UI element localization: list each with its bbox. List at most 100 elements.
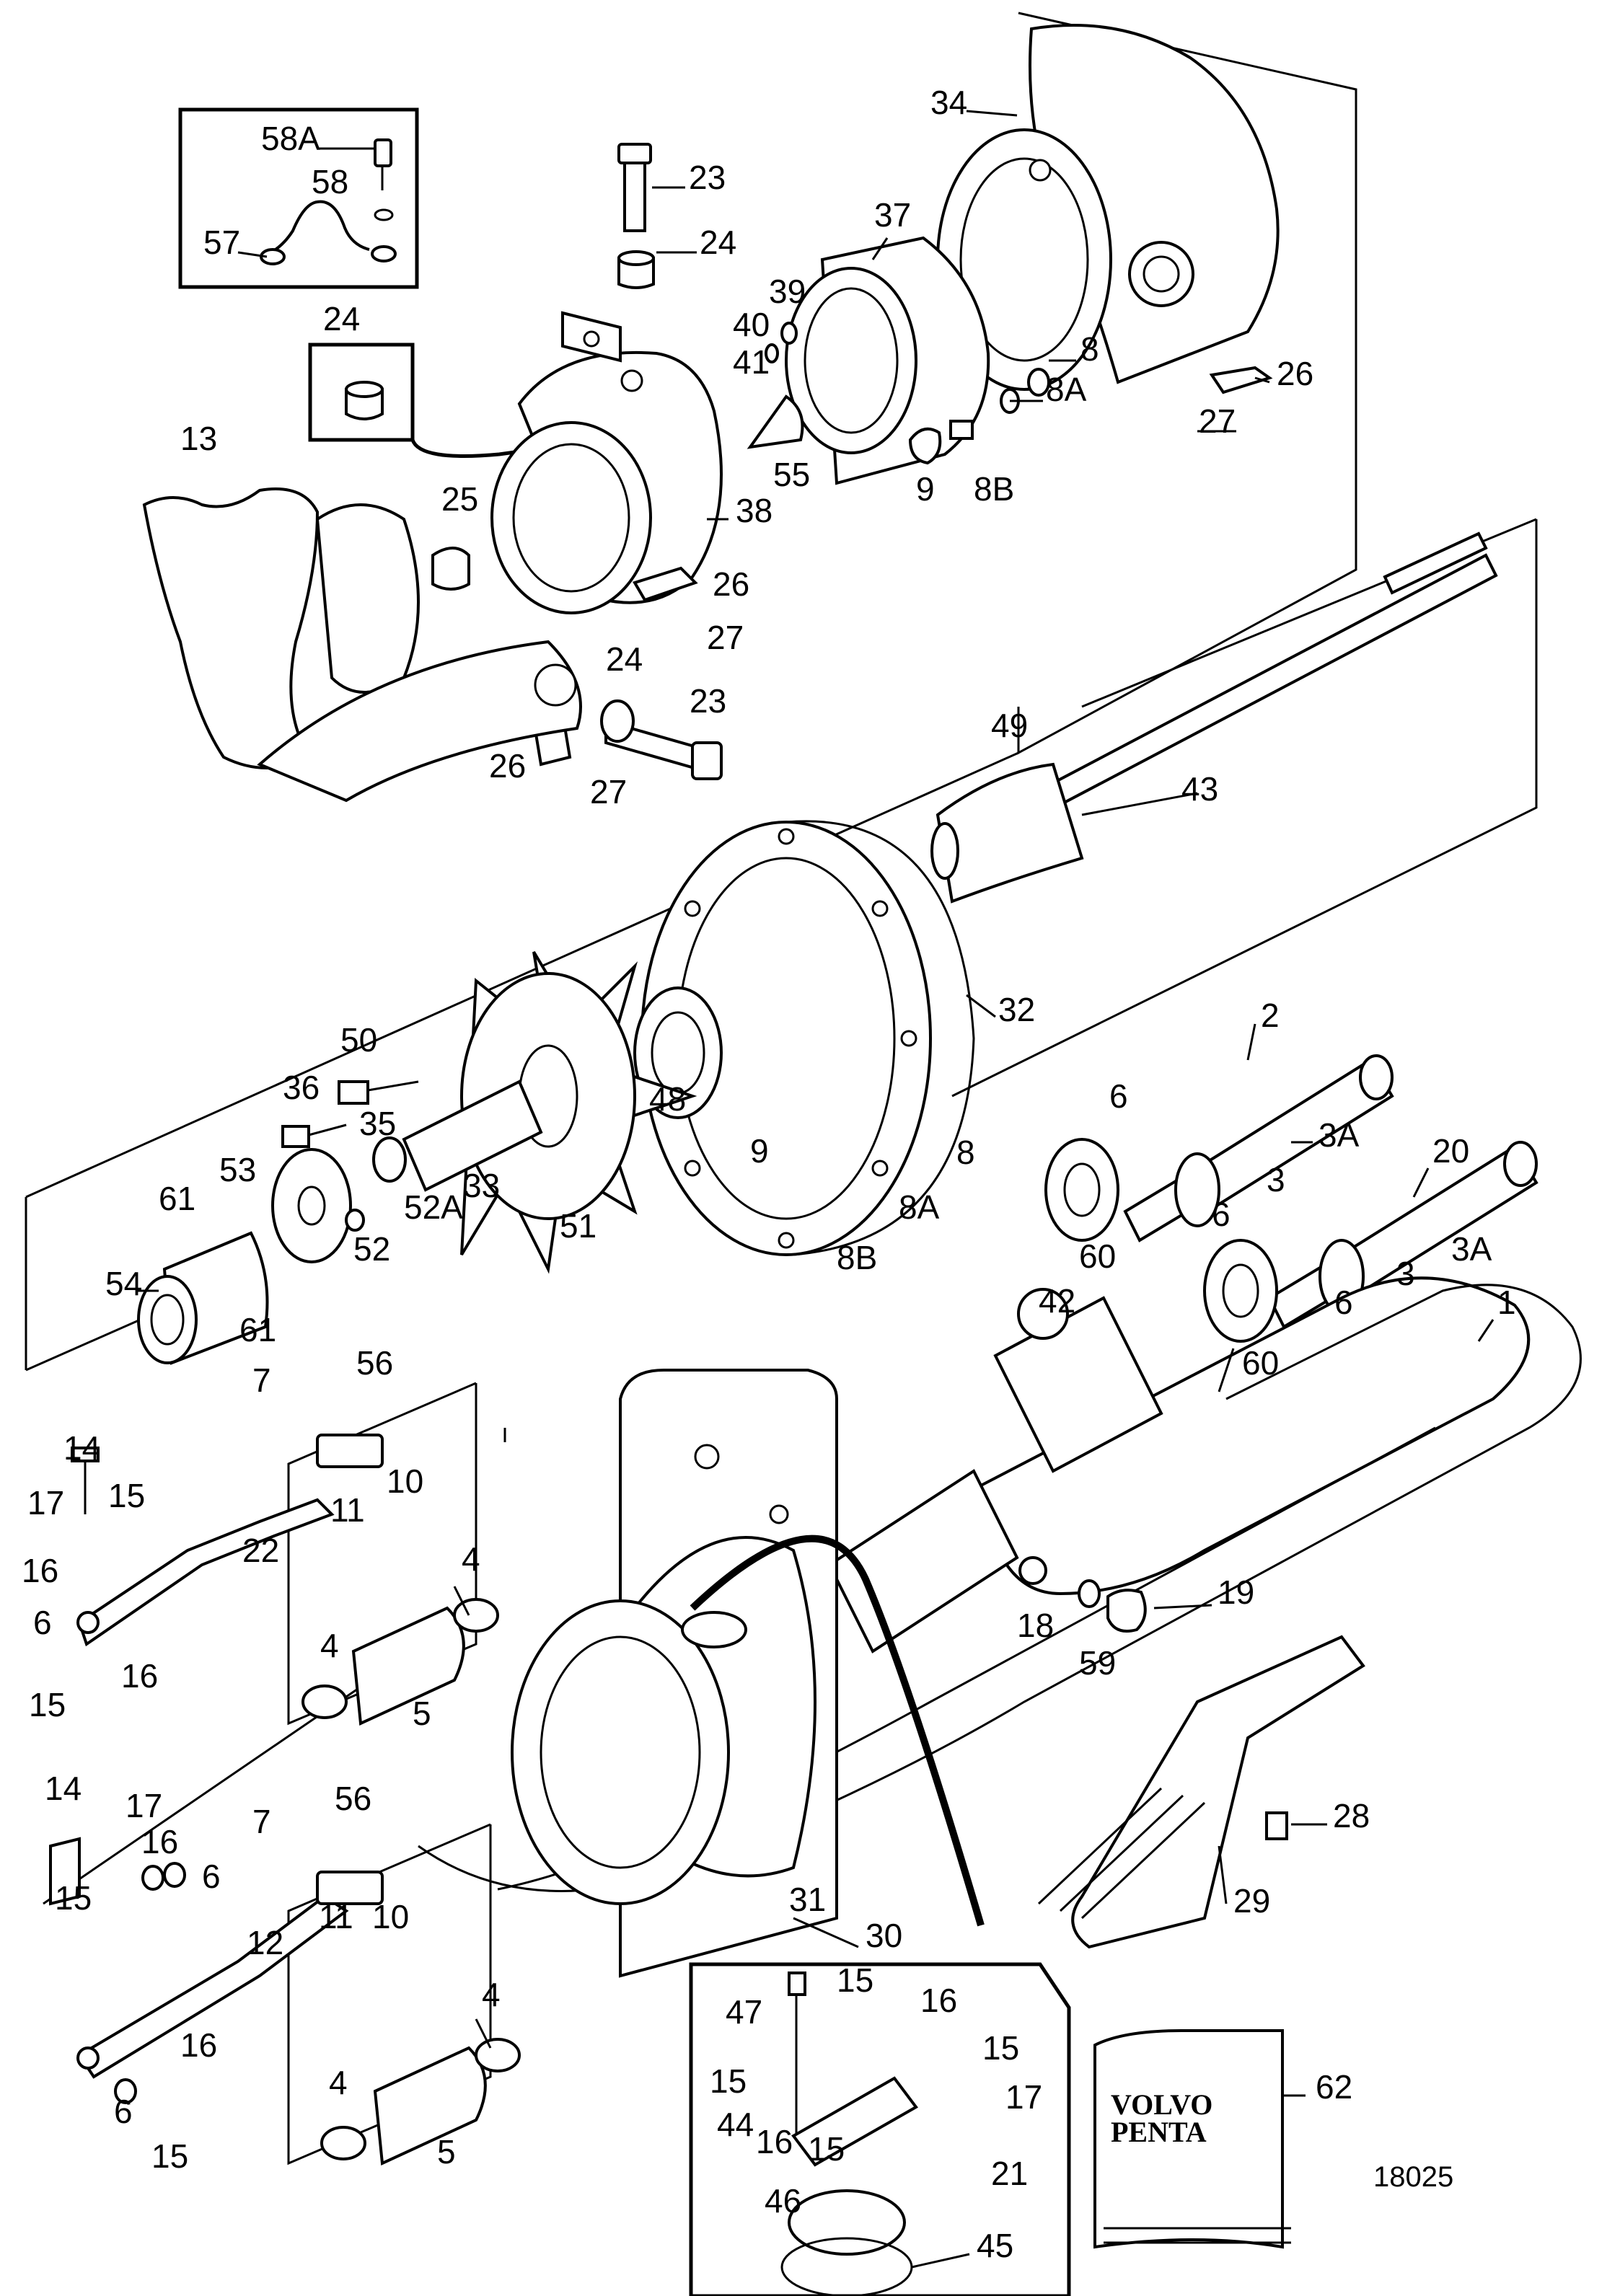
inset-bracket-box bbox=[178, 107, 419, 289]
callout-c58: 58 bbox=[312, 163, 348, 200]
callout-c48: 48 bbox=[649, 1080, 686, 1118]
callout-c56b: 56 bbox=[335, 1780, 371, 1817]
callout-c3b: 3 bbox=[1396, 1255, 1415, 1292]
callout-c15g: 15 bbox=[808, 2130, 845, 2168]
callout-c10b: 10 bbox=[372, 1898, 409, 1935]
callout-c16e: 16 bbox=[180, 2026, 217, 2064]
cone-55-and-small-parts bbox=[747, 322, 1050, 465]
callout-c7a: 7 bbox=[252, 1361, 271, 1399]
brand-line1: VOLVO bbox=[1111, 2088, 1212, 2121]
callout-c20: 20 bbox=[1432, 1132, 1469, 1170]
callout-c18: 18 bbox=[1017, 1607, 1054, 1644]
callout-c52A: 52A bbox=[404, 1188, 463, 1226]
callout-c4d: 4 bbox=[329, 2064, 348, 2101]
callout-c4b: 4 bbox=[320, 1627, 339, 1664]
callout-c1: 1 bbox=[1497, 1284, 1516, 1321]
callout-c54: 54 bbox=[105, 1265, 142, 1302]
flange-32 bbox=[640, 820, 975, 1256]
callout-c46: 46 bbox=[765, 2182, 801, 2220]
callout-c61b: 61 bbox=[239, 1311, 276, 1348]
callout-c6d: 6 bbox=[33, 1604, 52, 1641]
callout-c43: 43 bbox=[1181, 770, 1218, 808]
callout-c6f: 6 bbox=[114, 2093, 133, 2130]
callout-c15c: 15 bbox=[55, 1879, 92, 1917]
callout-c30: 30 bbox=[866, 1917, 902, 1954]
callout-c47: 47 bbox=[726, 1993, 762, 2031]
inset-bushing-box bbox=[308, 343, 649, 458]
callout-c21: 21 bbox=[991, 2155, 1028, 2192]
callout-c14a: 14 bbox=[63, 1429, 100, 1467]
callout-c38: 38 bbox=[736, 492, 772, 529]
callout-c49: 49 bbox=[991, 707, 1028, 744]
leader-lines bbox=[137, 110, 1494, 2269]
callout-c22: 22 bbox=[242, 1532, 279, 1569]
callout-c56a: 56 bbox=[356, 1344, 393, 1382]
callout-c31: 31 bbox=[789, 1881, 826, 1918]
callout-c15f: 15 bbox=[710, 2062, 747, 2100]
callout-c4c: 4 bbox=[482, 1976, 501, 2013]
callout-c13: 13 bbox=[180, 420, 217, 457]
callout-c15h: 15 bbox=[151, 2137, 188, 2175]
callout-c16d: 16 bbox=[920, 1982, 957, 2019]
callout-c24a: 24 bbox=[700, 224, 736, 261]
cylinder-2 bbox=[1123, 1054, 1394, 1242]
callout-c8Ba: 8B bbox=[974, 470, 1014, 508]
callout-c14b: 14 bbox=[45, 1770, 82, 1807]
callout-c52: 52 bbox=[353, 1230, 390, 1268]
callout-c35: 35 bbox=[359, 1105, 396, 1142]
callout-c17a: 17 bbox=[27, 1484, 64, 1522]
callout-c28: 28 bbox=[1333, 1797, 1370, 1834]
bearing-housing-37 bbox=[785, 236, 990, 485]
callout-c33: 33 bbox=[463, 1167, 500, 1204]
callout-c55: 55 bbox=[773, 456, 810, 493]
callout-c42: 42 bbox=[1039, 1282, 1075, 1320]
callout-c12: 12 bbox=[247, 1924, 283, 1961]
callout-c23a: 23 bbox=[689, 159, 726, 196]
tie-rod-12 bbox=[76, 1871, 384, 2079]
small-fasteners bbox=[49, 1447, 186, 2104]
callout-c19: 19 bbox=[1218, 1573, 1254, 1611]
callout-c50: 50 bbox=[340, 1021, 377, 1059]
callout-c59: 59 bbox=[1079, 1644, 1116, 1682]
bell-housing-38 bbox=[490, 311, 723, 614]
callout-c2: 2 bbox=[1261, 997, 1280, 1034]
callout-c9b: 9 bbox=[750, 1132, 769, 1170]
callout-c6c: 6 bbox=[1334, 1284, 1353, 1321]
callout-c60a: 60 bbox=[1079, 1237, 1116, 1275]
callout-c53: 53 bbox=[219, 1151, 256, 1188]
callout-c41: 41 bbox=[733, 343, 770, 381]
bellows-5 bbox=[301, 1598, 521, 2165]
callout-c8Aa: 8A bbox=[1046, 371, 1087, 408]
callout-c16a: 16 bbox=[22, 1552, 58, 1589]
drive-shaft-43 bbox=[930, 531, 1498, 904]
callout-c29: 29 bbox=[1233, 1882, 1270, 1920]
callout-c8Bb: 8B bbox=[837, 1239, 877, 1276]
callout-c11a: 11 bbox=[330, 1491, 365, 1529]
callout-c16b: 16 bbox=[121, 1657, 158, 1695]
sleeve-54 bbox=[137, 1231, 269, 1365]
callout-c15d: 15 bbox=[837, 1961, 873, 1999]
callout-c6e: 6 bbox=[202, 1858, 221, 1895]
callout-c6b: 6 bbox=[1212, 1196, 1231, 1233]
callout-c6a: 6 bbox=[1109, 1077, 1128, 1115]
callout-c27a: 27 bbox=[1199, 402, 1236, 440]
service-manual-62: VOLVO PENTA bbox=[1093, 2029, 1291, 2249]
callout-c58a: 58A bbox=[261, 120, 320, 157]
callout-c23b: 23 bbox=[690, 682, 726, 720]
hub-33-and-washer-53 bbox=[271, 1079, 543, 1263]
callout-c5a: 5 bbox=[413, 1695, 431, 1732]
callout-c17b: 17 bbox=[126, 1787, 162, 1824]
callout-c27b: 27 bbox=[707, 619, 744, 656]
callout-c24b: 24 bbox=[323, 300, 360, 337]
support-arm-13 bbox=[142, 487, 582, 803]
callout-c4a: 4 bbox=[462, 1540, 480, 1578]
callout-c17c: 17 bbox=[1005, 2078, 1042, 2116]
callout-c25: 25 bbox=[441, 480, 478, 518]
flywheel-housing-34 bbox=[936, 24, 1280, 391]
callout-c15e: 15 bbox=[982, 2029, 1019, 2067]
callout-c40: 40 bbox=[733, 306, 770, 343]
callout-c57: 57 bbox=[203, 224, 240, 261]
callout-c37: 37 bbox=[874, 196, 911, 234]
